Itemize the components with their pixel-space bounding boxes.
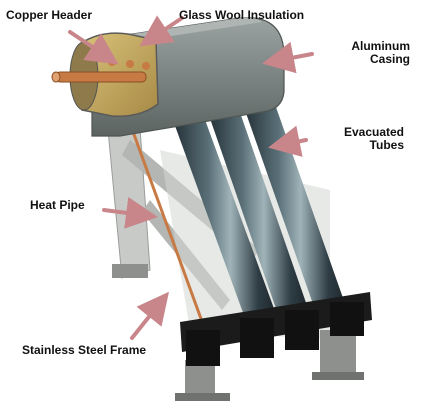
arrow-aluminum-casing: [262, 41, 314, 74]
label-glass-wool-insulation: Glass Wool Insulation: [179, 8, 305, 22]
label-aluminum-casing-line2: Casing: [369, 52, 410, 67]
label-evacuated-tubes-line2: Tubes: [369, 138, 404, 153]
label-copper-header: Copper Header: [6, 8, 93, 22]
arrow-stainless-frame: [130, 291, 169, 340]
label-heat-pipe: Heat Pipe: [30, 198, 85, 212]
label-stainless-steel-frame: Stainless Steel Frame: [22, 343, 147, 357]
tube-end-caps: [180, 292, 372, 366]
label-aluminum-casing: Aluminum Casing: [314, 39, 410, 67]
header-cutaway: [51, 32, 159, 117]
label-arrows: [68, 15, 314, 340]
label-evacuated-tubes-line1: Evacuated: [343, 125, 404, 139]
label-aluminum-casing-line1: Aluminum: [351, 39, 410, 53]
label-evacuated-tubes: Evacuated Tubes: [306, 125, 404, 153]
arrow-evacuated-tubes: [268, 125, 308, 157]
arrow-glass-wool: [139, 15, 184, 47]
arrow-heat-pipe: [102, 197, 158, 229]
arrow-copper-header: [68, 30, 119, 65]
